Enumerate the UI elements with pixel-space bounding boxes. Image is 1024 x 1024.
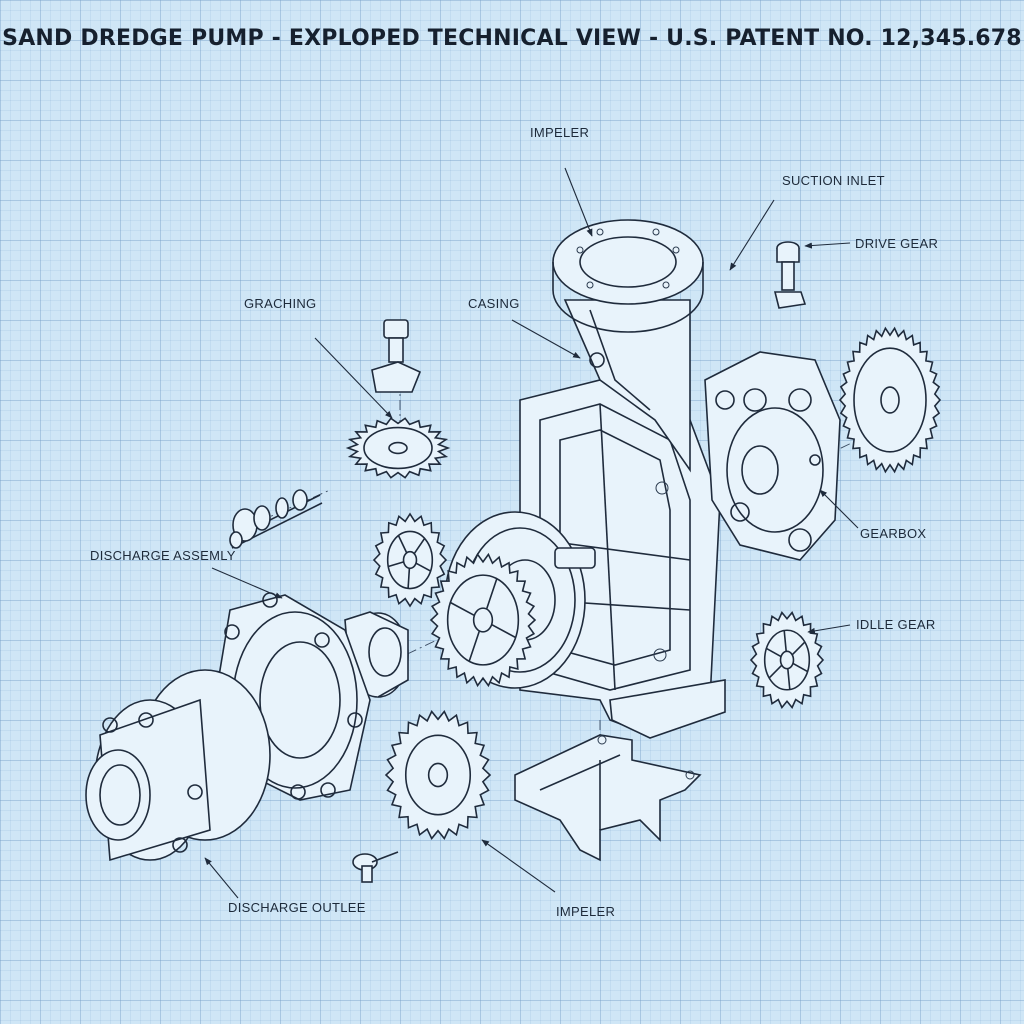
grahching-bushing (371, 319, 422, 393)
gear-spoke (407, 568, 411, 589)
gear-rim (386, 530, 434, 590)
label-casing: CASING (468, 296, 520, 311)
gear-hub (880, 386, 900, 414)
gear-spoke (792, 662, 808, 673)
drive-shaft (229, 489, 323, 549)
lower-gear (384, 710, 492, 840)
discharge-outlet-flange (85, 669, 271, 862)
gear-hub (388, 441, 408, 455)
label-suction-inlet: SUCTION INLET (782, 173, 885, 188)
gear-spoke (468, 630, 481, 662)
diagram-title: SAND DREDGE PUMP - EXPLOPED TECHNICAL VI… (2, 26, 1022, 51)
ring-gear (345, 417, 451, 479)
gear-spoke (485, 578, 498, 610)
gear-teeth (384, 710, 492, 840)
gear-teeth (345, 417, 451, 479)
gear-spoke (415, 562, 431, 572)
label-discharge-outlet: DISCHARGE OUTLEE (228, 900, 366, 915)
label-idle-gear: IDLLE GEAR (856, 617, 936, 632)
impeller-gear (429, 552, 537, 688)
drive-gear-large (838, 326, 942, 474)
gear-rim (363, 426, 433, 470)
mounting-bracket (514, 734, 702, 862)
gear-teeth (838, 326, 942, 474)
gear-spoke (766, 647, 782, 658)
gear-spoke (768, 664, 783, 679)
label-impeler-bottom: IMPELER (556, 904, 616, 919)
intermediate-gear (372, 512, 448, 608)
label-discharge-assembly: DISCHARGE ASSEMLY (90, 548, 236, 563)
gear-hub (779, 650, 795, 670)
gear-teeth (749, 611, 825, 709)
gear-rim (853, 347, 927, 453)
gear-spoke (783, 630, 787, 652)
gear-teeth (372, 512, 448, 608)
label-drive-gear: DRIVE GEAR (855, 236, 939, 251)
gear-spoke (787, 668, 791, 690)
gear-spoke (397, 535, 408, 554)
drive-gear-bolt (773, 241, 807, 309)
gear-rim (446, 574, 520, 666)
gear-hub (427, 762, 449, 788)
casing-part (519, 219, 726, 739)
label-gearbox: GEARBOX (860, 526, 927, 541)
gear-rim (763, 629, 811, 691)
label-impeler-top: IMPELER (530, 125, 590, 140)
label-grahching: GRACHING (244, 296, 317, 311)
idle-gear (749, 611, 825, 709)
gear-spoke (450, 601, 475, 617)
gear-spoke (491, 623, 516, 639)
gear-spoke (413, 537, 426, 555)
gear-rim (404, 734, 472, 816)
gear-teeth (429, 552, 537, 688)
gear-spoke (791, 641, 806, 656)
gearbox-cover (704, 351, 841, 561)
gear-spoke (388, 561, 404, 568)
gear-hub (472, 607, 494, 633)
leader-lines (204, 167, 859, 899)
small-bolt (352, 851, 399, 883)
